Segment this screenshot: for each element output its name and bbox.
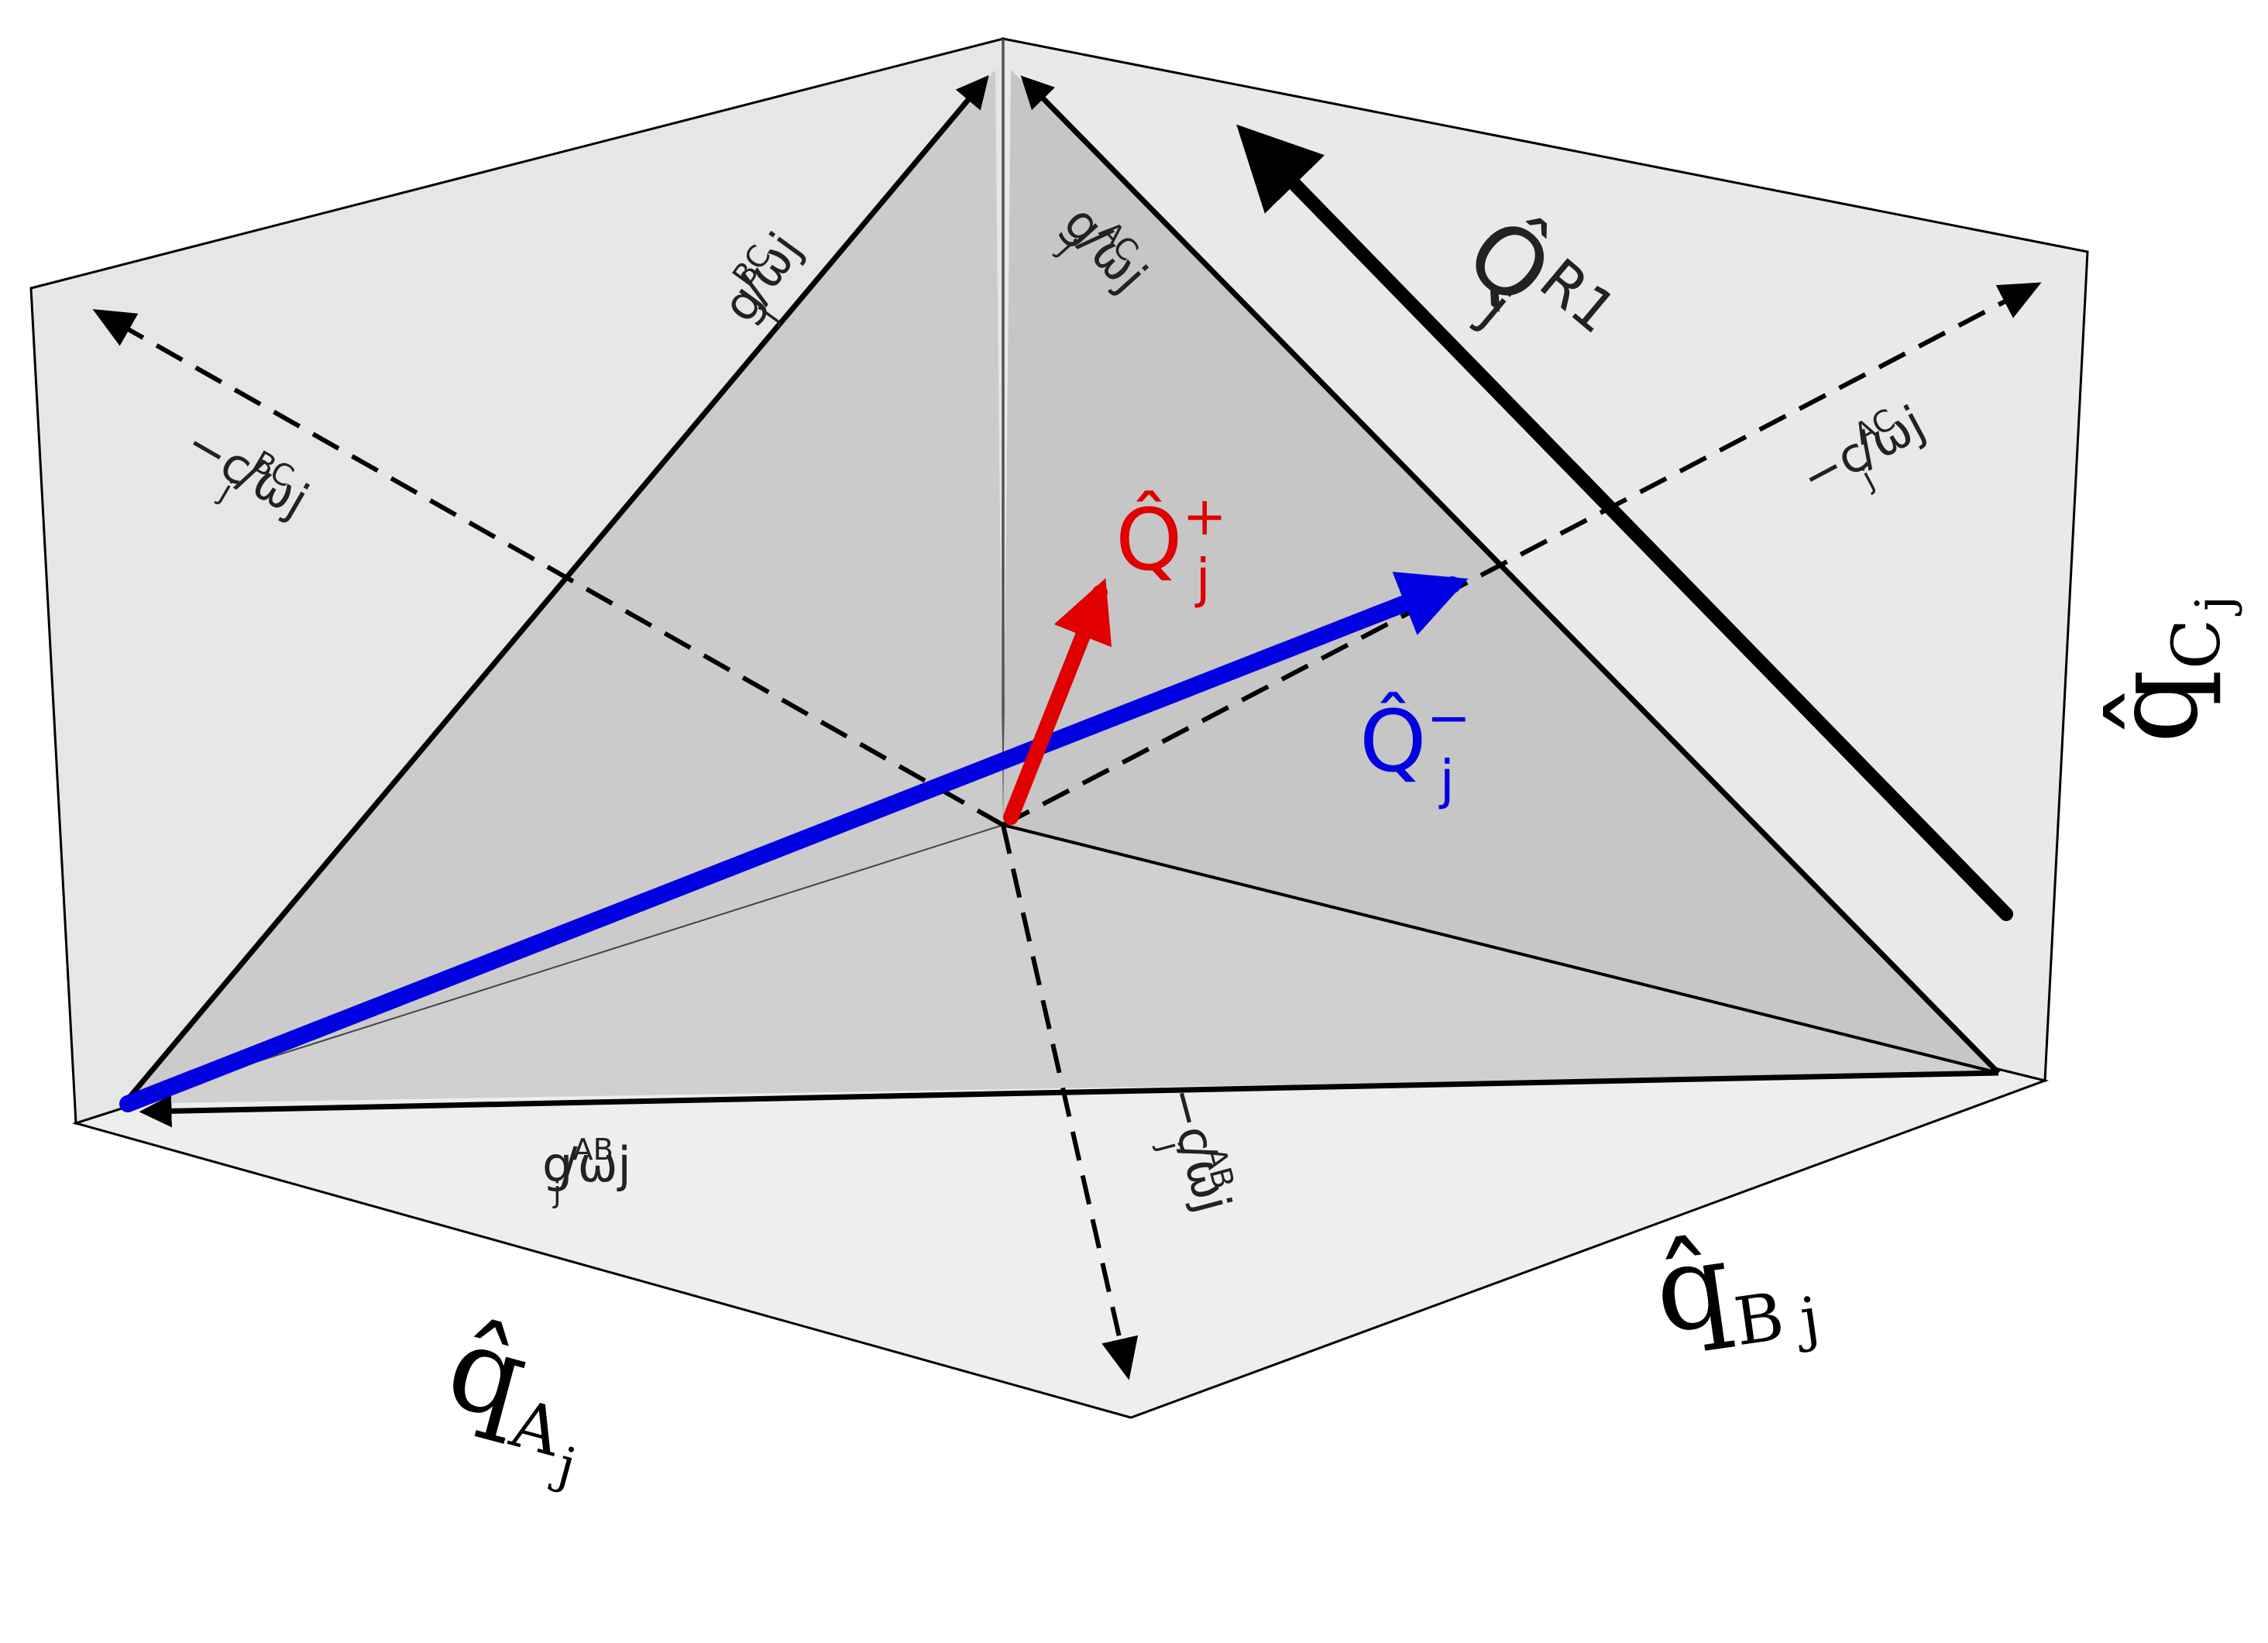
g-AB-arrow [139,1070,1999,1128]
svg-text:Q̂+j: Q̂+j [1115,486,1227,610]
pyramid-face-bottom [124,825,1998,1104]
Q-plus-arrow [1003,578,1112,825]
axis-label-qC: q̂Cj [2089,596,2243,744]
label-Q-minus: Q̂−j [1359,688,1471,811]
svg-text:q̂Cj: q̂Cj [2089,596,2243,744]
g-BC-arrow [122,74,989,1106]
svg-text:Q̂−j: Q̂−j [1359,688,1471,811]
Q-R1-arrow [1236,124,2013,921]
label-Q-plus: Q̂+j [1115,486,1227,610]
pyramid-center-edge [123,824,1004,1105]
axis-label-qA: q̂Aj [426,1299,610,1497]
svg-text:q̂Aj: q̂Aj [426,1299,610,1497]
c-AB-arrow [1001,824,1139,1380]
svg-text:q̂Bj: q̂Bj [1647,1205,1823,1373]
c-BC-arrow [92,309,1005,827]
c-AC-arrow [1002,282,2042,827]
Q-minus-arrow [119,572,1469,1112]
pyramid-center-edge-right [1002,823,1999,1074]
g-AC-arrow [1020,75,2001,1075]
